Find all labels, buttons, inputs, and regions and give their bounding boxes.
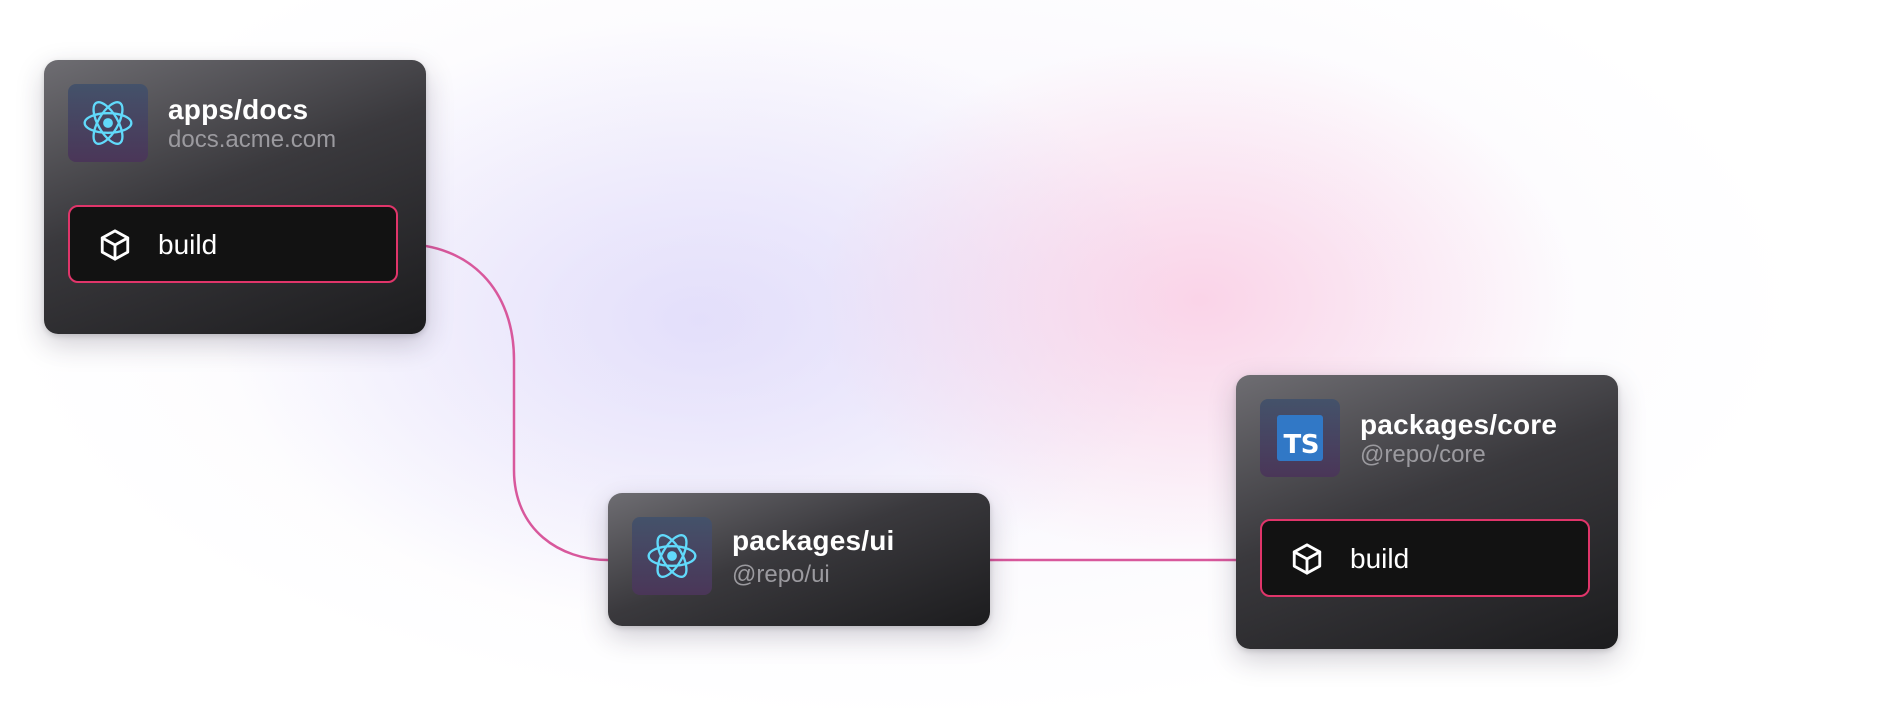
react-icon bbox=[632, 517, 712, 595]
node-title: packages/ui bbox=[732, 525, 895, 556]
node-packages-core[interactable]: TS packages/core @repo/core build bbox=[1236, 375, 1618, 649]
typescript-icon-text: TS bbox=[1283, 430, 1320, 460]
edge-docs-build-to-ui bbox=[401, 242, 609, 562]
node-title: apps/docs bbox=[168, 94, 309, 125]
task-label: build bbox=[1350, 543, 1410, 574]
node-subtitle: @repo/core bbox=[1360, 441, 1486, 468]
task-label: build bbox=[158, 229, 218, 260]
cube-icon bbox=[100, 229, 130, 261]
node-packages-ui[interactable]: packages/ui @repo/ui bbox=[608, 493, 990, 626]
task-build[interactable]: build bbox=[1260, 519, 1590, 597]
node-subtitle: docs.acme.com bbox=[168, 126, 337, 153]
react-icon bbox=[68, 84, 148, 162]
cube-icon bbox=[1292, 543, 1322, 575]
typescript-icon: TS bbox=[1260, 399, 1340, 477]
node-title: packages/core bbox=[1360, 409, 1558, 440]
node-subtitle: @repo/ui bbox=[732, 561, 830, 588]
task-build[interactable]: build bbox=[68, 205, 398, 283]
node-apps-docs[interactable]: apps/docs docs.acme.com build bbox=[44, 60, 426, 334]
